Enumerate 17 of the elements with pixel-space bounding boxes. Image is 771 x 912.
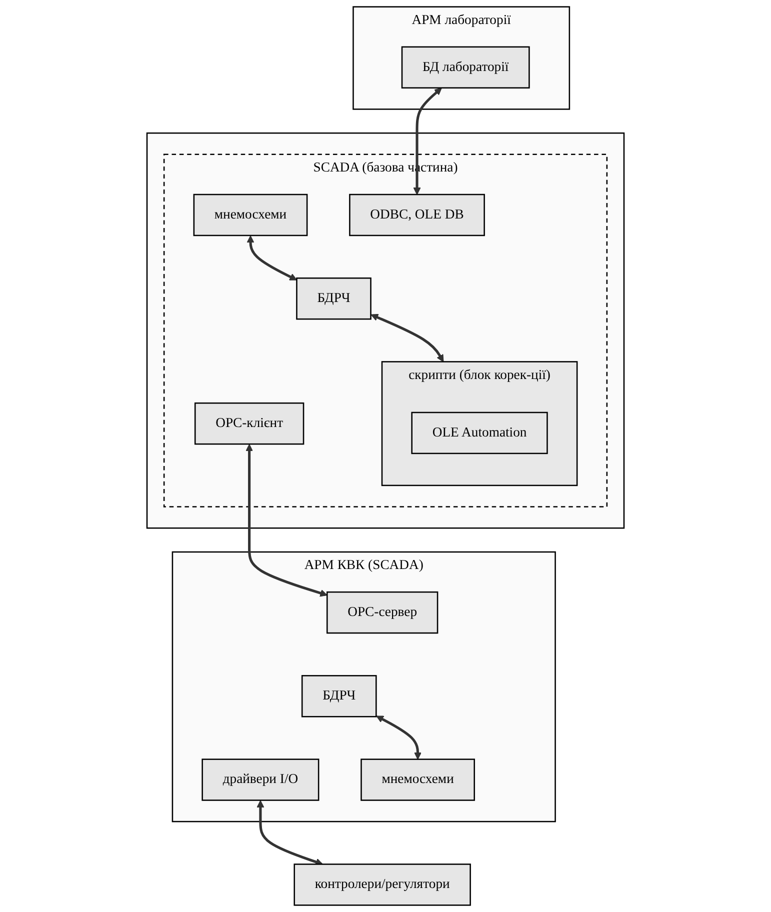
cluster [146, 132, 625, 529]
node-box: мнемосхеми [193, 194, 308, 236]
arrow [376, 716, 422, 760]
node-box: БД лабораторії [401, 46, 530, 89]
node-box: OLE Automation [411, 412, 548, 454]
node-box: контролери/регулятори [294, 864, 471, 906]
arrow [256, 800, 323, 866]
node-box: драйвери I/O [202, 758, 320, 801]
arrow [370, 314, 444, 362]
arrow [246, 444, 328, 597]
node-box: БДРЧ [296, 277, 372, 320]
arrow [246, 235, 298, 280]
node-box: OPC-сервер [326, 591, 438, 634]
node-box: ODBC, OLE DB [349, 194, 485, 236]
node-box: БДРЧ [301, 675, 377, 718]
node-box: OPC-клієнт [194, 402, 304, 445]
node-box: мнемосхеми [360, 758, 475, 801]
